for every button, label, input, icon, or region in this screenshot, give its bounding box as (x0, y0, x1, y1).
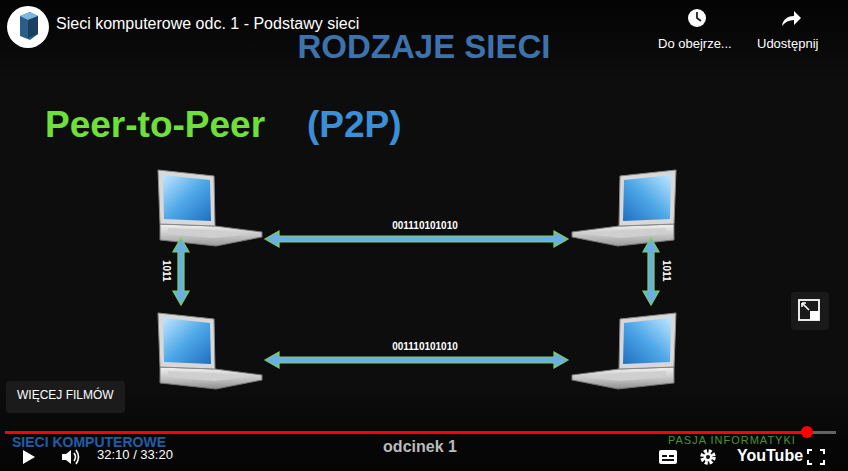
bits-label: 001110101010 (392, 220, 458, 232)
series-name: SIECI KOMPUTEROWE (12, 434, 166, 450)
more-videos-button: WIĘCEJ FILMÓW (6, 381, 125, 413)
settings-icon (702, 451, 714, 463)
play-icon (23, 450, 35, 464)
slide-title: RODZAJE SIECI (297, 28, 550, 66)
bits-label: 1011 (660, 260, 672, 282)
youtube-logo: YouTube (737, 447, 803, 465)
subtitles-icon (659, 450, 677, 464)
share-text: Udostępnij (757, 37, 818, 52)
time-display: 32:10 / 33:20 (97, 448, 173, 463)
watch-later-icon (688, 9, 706, 27)
channel-avatar (7, 6, 49, 48)
bits-label: 001110101010 (392, 341, 458, 353)
bits-label: 1011 (160, 260, 172, 282)
episode-label: odcinek 1 (383, 438, 457, 456)
laptop-icon (158, 170, 262, 246)
fullscreen-icon (808, 450, 824, 464)
data-arrows (173, 231, 659, 368)
progress-played (5, 431, 807, 434)
network-type: Peer-to-Peer (45, 104, 265, 147)
watch-later-text: Do obejrze... (658, 37, 732, 52)
volume-icon (62, 450, 79, 464)
top-shade (0, 0, 848, 80)
video-title: Sieci komputerowe odc. 1 - Podstawy siec… (56, 15, 359, 33)
share-icon (782, 11, 801, 26)
network-abbrev: (P2P) (307, 104, 402, 147)
button-text: WIĘCEJ FILMÓW (17, 389, 114, 403)
progress-track (5, 431, 836, 434)
laptop-icon (572, 170, 676, 246)
miniplayer-icon (791, 292, 829, 330)
bottom-shade (0, 380, 848, 471)
laptop-icon (572, 313, 676, 389)
laptop-icon (158, 313, 262, 389)
channel-watermark: PASJA INFORMATYKI (668, 434, 796, 447)
progress-scrubber (801, 426, 813, 438)
